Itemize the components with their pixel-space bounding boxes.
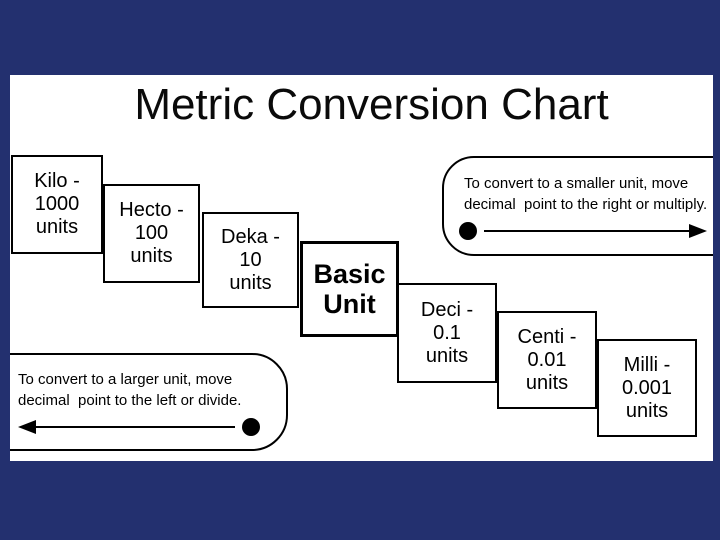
arrow-left-icon <box>18 420 36 434</box>
step-box-basic-unit: Basic Unit <box>300 241 399 337</box>
slide: Metric Conversion Chart Kilo - 1000 unit… <box>10 75 713 461</box>
slide-title: Metric Conversion Chart <box>134 80 609 129</box>
arrow-shaft <box>484 230 689 232</box>
step-label-hecto: Hecto - 100 units <box>119 199 184 267</box>
arrow-right-icon <box>689 224 707 238</box>
step-box-milli: Milli - 0.001 units <box>597 339 697 437</box>
note-larger-unit: To convert to a larger unit, move decima… <box>10 353 288 451</box>
step-label-milli: Milli - 0.001 units <box>621 353 673 422</box>
dot-icon <box>242 418 260 436</box>
step-box-kilo: Kilo - 1000 units <box>11 155 103 254</box>
step-label-basic-unit: Basic Unit <box>313 259 386 319</box>
step-box-deci: Deci - 0.1 units <box>397 283 497 383</box>
arrow-shaft <box>36 426 235 428</box>
step-box-deka: Deka - 10 units <box>202 212 299 308</box>
step-label-deka: Deka - 10 units <box>221 225 280 294</box>
step-label-centi: Centi - 0.01 units <box>517 325 577 394</box>
step-label-deci: Deci - 0.1 units <box>420 298 474 367</box>
note-smaller-text: To convert to a smaller unit, move decim… <box>464 175 708 213</box>
step-box-hecto: Hecto - 100 units <box>103 184 200 283</box>
note-smaller-unit: To convert to a smaller unit, move decim… <box>442 156 713 256</box>
right-arrow <box>459 222 707 240</box>
step-box-centi: Centi - 0.01 units <box>497 311 597 409</box>
step-label-kilo: Kilo - 1000 units <box>34 170 80 238</box>
note-larger-text: To convert to a larger unit, move decima… <box>18 371 242 409</box>
dot-icon <box>459 222 477 240</box>
left-arrow <box>18 418 260 436</box>
